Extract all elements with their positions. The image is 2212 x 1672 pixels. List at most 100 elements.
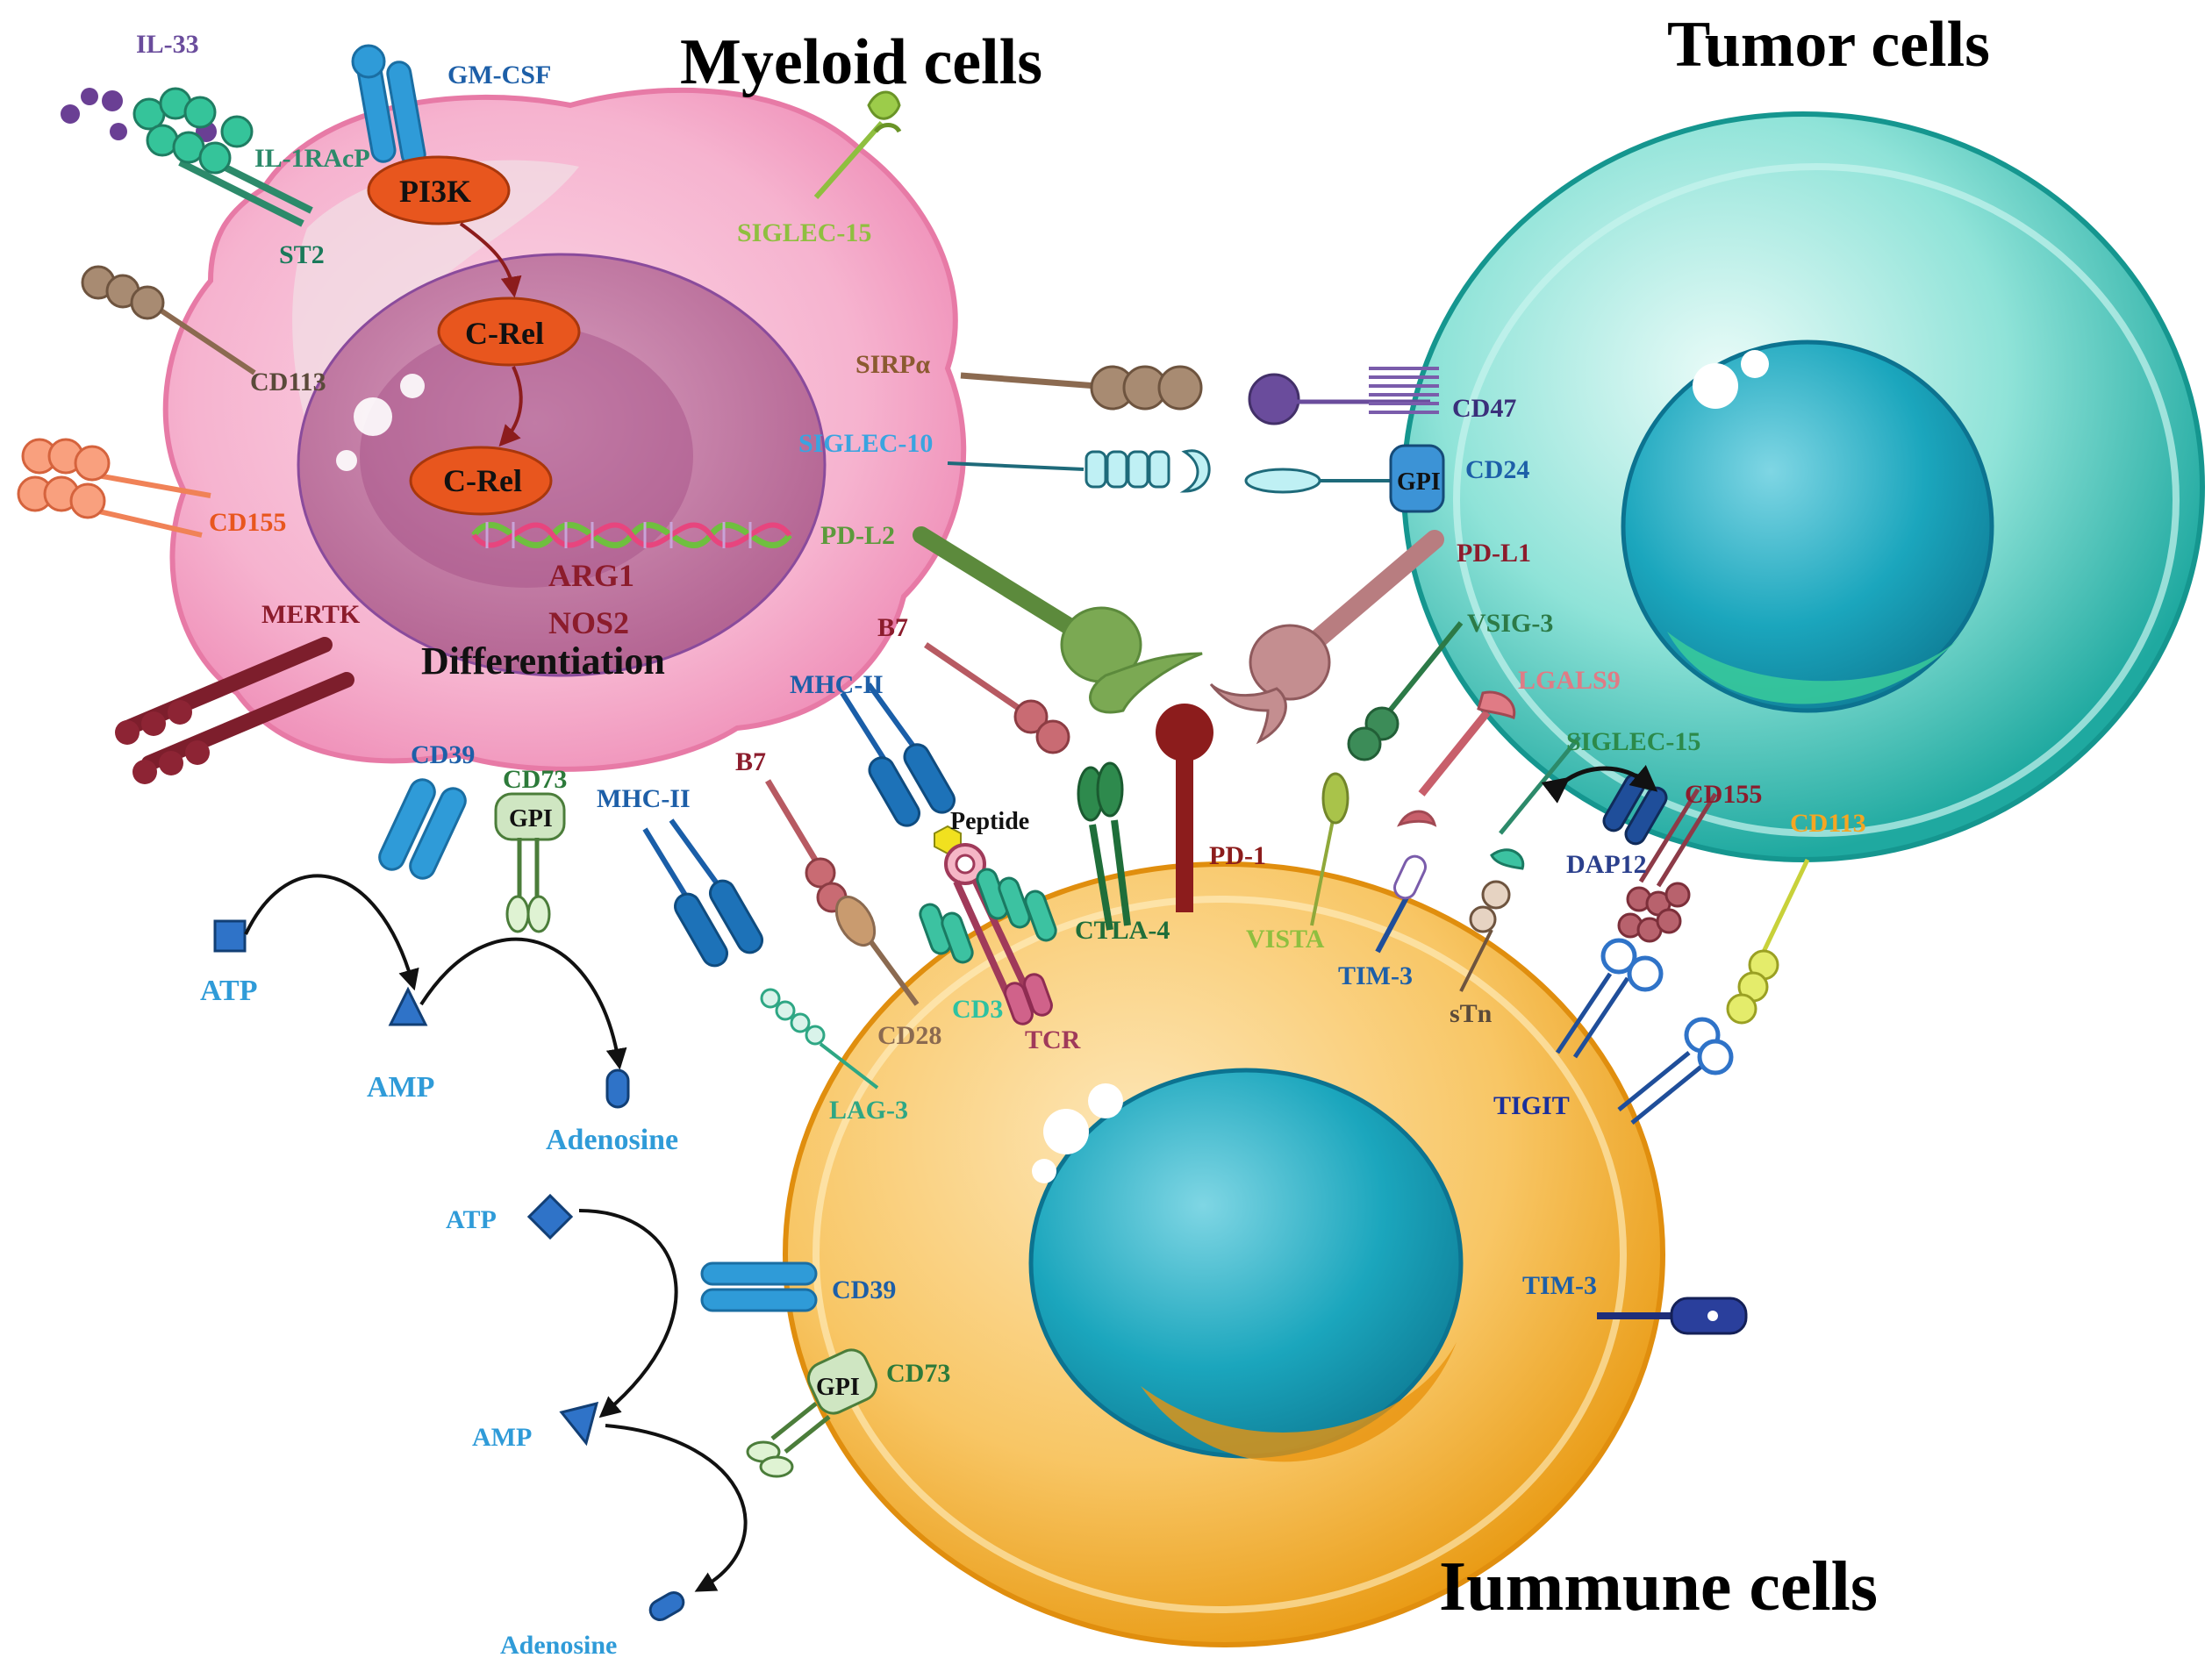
label-gpi-immune: GPI	[816, 1374, 860, 1401]
title-myeloid: Myeloid cells	[680, 26, 1042, 98]
cd47-ligand	[1248, 367, 1439, 425]
label-amp: AMP	[367, 1071, 434, 1104]
label-cd73: CD73	[503, 765, 567, 794]
label-tim3: TIM-3	[1338, 961, 1413, 990]
atp-icon	[213, 919, 247, 953]
label-vista: VISTA	[1246, 925, 1325, 954]
cd155-tumor	[1617, 788, 1718, 943]
mhcii-upper	[840, 682, 956, 827]
label-arg1: ARG1	[548, 558, 634, 593]
cd155-receptor	[17, 438, 211, 538]
label-lgals9: LGALS9	[1518, 666, 1621, 695]
title-immune: Iummune cells	[1439, 1548, 1878, 1626]
atp-immune-icon	[526, 1193, 574, 1240]
siglec10-receptor	[947, 449, 1211, 493]
cd39-enzyme	[378, 778, 467, 880]
label-cd155-tumor: CD155	[1685, 780, 1762, 809]
siglec15-tumor	[1499, 735, 1581, 835]
label-adenosine: Adenosine	[546, 1124, 678, 1156]
label-siglec10: SIGLEC-10	[798, 429, 933, 458]
label-tigit: TIGIT	[1493, 1091, 1570, 1120]
tim3-receptor	[1375, 810, 1437, 954]
label-gmcsf: GM-CSF	[447, 61, 551, 89]
cd73-enzyme	[494, 792, 566, 933]
label-amp-immune: AMP	[472, 1423, 532, 1452]
cd73-immune	[746, 1348, 877, 1478]
label-atp: ATP	[200, 975, 257, 1007]
label-cd24: CD24	[1465, 455, 1529, 484]
lgals9-ligand	[1418, 690, 1516, 797]
dna-helix-icon	[471, 522, 792, 548]
cd28-receptor	[834, 896, 920, 1006]
label-pdl2: PD-L2	[820, 521, 895, 550]
mertk-receptor	[115, 637, 354, 784]
label-stn: sTn	[1450, 999, 1493, 1028]
title-tumor: Tumor cells	[1667, 9, 1990, 81]
label-atp-immune: ATP	[446, 1205, 497, 1234]
stn-glycan	[1459, 880, 1511, 992]
label-pdl1: PD-L1	[1457, 539, 1531, 568]
label-pi3k: PI3K	[399, 174, 471, 209]
label-gpi-tumor: GPI	[1397, 468, 1441, 496]
label-siglec15-tumor: SIGLEC-15	[1566, 727, 1700, 756]
pd1-receptor	[1156, 704, 1213, 912]
label-peptide: Peptide	[950, 808, 1029, 835]
tim3-lower-receptor	[1597, 1297, 1748, 1335]
lag3-receptor	[760, 988, 879, 1090]
gpi-anchor-tumor	[1389, 444, 1445, 513]
mhcii-lower	[642, 818, 763, 968]
c-rel-node	[437, 297, 581, 367]
label-adenosine-immune: Adenosine	[500, 1631, 617, 1660]
label-mhcii-lower: MHC-II	[597, 784, 691, 813]
c-rel-nuclear-node	[409, 446, 553, 516]
amp-immune-icon	[559, 1401, 599, 1447]
label-ctla4: CTLA-4	[1075, 916, 1170, 945]
label-differentiation: Differentiation	[421, 640, 665, 682]
siglec15-receptor	[813, 90, 902, 199]
label-sirpa: SIRPα	[855, 350, 930, 379]
cd113-tumor	[1726, 858, 1810, 1025]
sirpa-receptor	[960, 365, 1203, 411]
immune-nucleus	[1028, 1068, 1464, 1459]
label-cd39-immune: CD39	[832, 1275, 896, 1304]
label-cd113-tumor: CD113	[1790, 809, 1866, 838]
label-mertk: MERTK	[261, 600, 361, 629]
label-cd28: CD28	[877, 1021, 941, 1050]
adenosine-icon	[605, 1068, 630, 1109]
label-dap12: DAP12	[1566, 850, 1647, 879]
ctla4-receptor	[1077, 761, 1131, 931]
immune-cell	[783, 861, 1665, 1647]
label-crel1: C-Rel	[465, 316, 544, 351]
label-pd1: PD-1	[1209, 841, 1266, 870]
cd39-immune	[700, 1261, 818, 1312]
tumor-nucleus	[1621, 339, 1994, 713]
label-cd39: CD39	[411, 740, 475, 769]
pdl2-ligand	[913, 526, 1203, 714]
cd113-receptor	[81, 265, 256, 375]
adenosine-immune-icon	[648, 1591, 685, 1621]
label-crel2: C-Rel	[443, 463, 522, 498]
myeloid-cytoplasm-band	[292, 160, 579, 491]
b7-ligand-lower	[764, 779, 848, 913]
pi3k-node	[367, 155, 511, 225]
label-nos2: NOS2	[548, 605, 629, 640]
label-gpi: GPI	[509, 805, 553, 832]
label-cd73-immune: CD73	[886, 1359, 950, 1388]
pdl1-ligand	[1209, 530, 1444, 745]
label-b7-upper: B7	[877, 613, 908, 642]
siglec15-bound	[1490, 848, 1525, 870]
label-cd47: CD47	[1452, 394, 1516, 423]
vsig3-ligand	[1347, 621, 1464, 761]
label-tim3-lower: TIM-3	[1522, 1271, 1597, 1300]
label-cd155: CD155	[209, 508, 286, 537]
label-tcr: TCR	[1025, 1025, 1081, 1054]
label-siglec15: SIGLEC-15	[737, 218, 871, 247]
label-vsig3: VSIG-3	[1467, 609, 1553, 638]
cd24-ligand	[1244, 468, 1391, 494]
label-cd113: CD113	[250, 368, 326, 397]
amp-icon	[388, 986, 428, 1026]
vista-receptor	[1310, 772, 1349, 926]
label-cd3: CD3	[952, 995, 1003, 1024]
